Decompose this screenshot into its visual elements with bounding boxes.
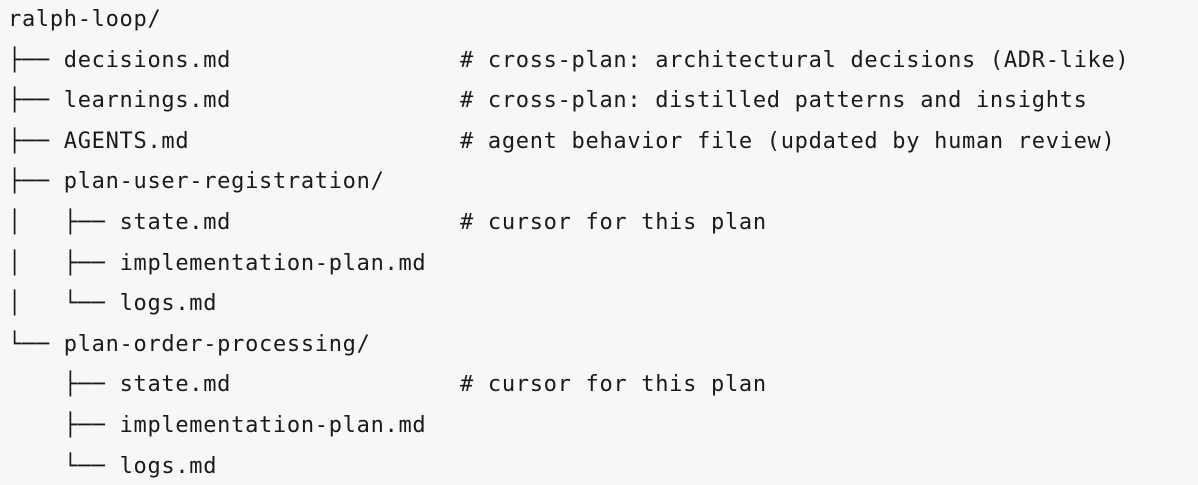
file-name: logs.md bbox=[119, 453, 218, 479]
tree-line: ├── learnings.md # cross-plan: distilled … bbox=[8, 84, 1087, 118]
tree-line: └── plan-order-processing/ bbox=[8, 328, 371, 362]
folder-name: plan-order-processing/ bbox=[63, 331, 371, 357]
tree-branch-connector: │ ├── bbox=[8, 210, 120, 235]
file-name: state.md bbox=[119, 210, 232, 235]
line-comment: # cross-plan: distilled patterns and ins… bbox=[460, 88, 1088, 114]
folder-name: ralph-loop/ bbox=[8, 7, 162, 32]
tree-branch-connector: ├── bbox=[8, 169, 64, 195]
folder-name: plan-user-registration/ bbox=[63, 169, 385, 195]
line-comment: # cross-plan: architectural decisions (A… bbox=[460, 47, 1130, 73]
tree-branch-connector: │ └── bbox=[8, 291, 120, 317]
tree-branch-connector: └── bbox=[8, 453, 120, 479]
tree-branch-connector: ├── bbox=[8, 128, 64, 154]
tree-branch-connector: ├── bbox=[8, 47, 64, 73]
tree-line: ├── plan-user-registration/ bbox=[8, 165, 385, 199]
file-name: implementation-plan.md bbox=[119, 250, 427, 276]
file-name: decisions.md bbox=[63, 47, 232, 73]
line-comment: # cursor for this plan bbox=[460, 210, 767, 235]
tree-branch-connector: └── bbox=[8, 331, 64, 357]
file-name: learnings.md bbox=[63, 88, 232, 114]
tree-line: ├── implementation-plan.md bbox=[8, 409, 426, 443]
tree-branch-connector: │ ├── bbox=[8, 250, 120, 276]
file-name: AGENTS.md bbox=[63, 128, 190, 154]
tree-line: ├── AGENTS.md # agent behavior file (upda… bbox=[8, 125, 1115, 159]
tree-line: │ └── logs.md bbox=[8, 287, 217, 321]
tree-line: │ ├── state.md # cursor for this plan bbox=[8, 206, 766, 240]
tree-line: ├── state.md # cursor for this plan bbox=[8, 368, 766, 402]
file-name: logs.md bbox=[119, 291, 218, 317]
tree-line: │ ├── implementation-plan.md bbox=[8, 247, 426, 281]
tree-branch-connector: ├── bbox=[8, 88, 64, 114]
tree-line: ├── decisions.md # cross-plan: architectu… bbox=[8, 44, 1129, 78]
file-name: state.md bbox=[119, 372, 232, 398]
line-comment: # agent behavior file (updated by human … bbox=[460, 128, 1116, 154]
tree-branch-connector: ├── bbox=[8, 413, 120, 438]
tree-branch-connector: ├── bbox=[8, 372, 120, 398]
line-comment: # cursor for this plan bbox=[460, 372, 767, 398]
file-name: implementation-plan.md bbox=[119, 413, 427, 438]
tree-line: └── logs.md bbox=[8, 450, 217, 484]
tree-line: ralph-loop/ bbox=[8, 3, 161, 37]
